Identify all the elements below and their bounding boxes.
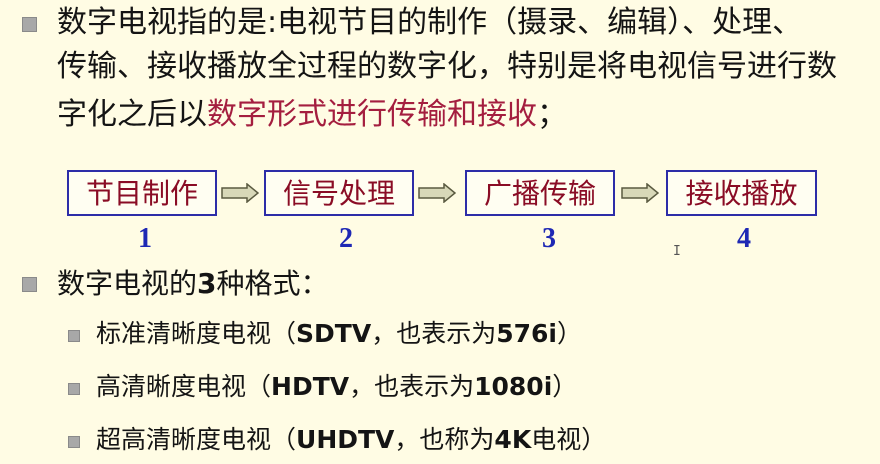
sub-bullet-square-icon <box>68 330 80 342</box>
arrow-right-icon <box>221 183 259 203</box>
para1-line3-suffix: ； <box>537 97 567 132</box>
flow-step-1-number: 1 <box>138 223 152 254</box>
format-item-suffix: 电视） <box>531 425 607 454</box>
bullet-square-icon <box>22 17 37 32</box>
flow-step-4-number: 4 <box>737 223 751 254</box>
para1-line3-prefix: 字化之后以 <box>57 97 207 132</box>
formats-heading-suffix: 种格式： <box>216 267 329 300</box>
format-item-suffix: ） <box>556 319 582 348</box>
flow-step-4-box: 接收播放 <box>666 170 817 216</box>
format-item-code: UHDTV <box>296 425 395 454</box>
sub-bullet-square-icon <box>68 383 80 395</box>
format-item-code: HDTV <box>271 372 350 401</box>
format-item-resolution: 576i <box>496 319 557 348</box>
para1-highlight: 数字形式进行传输和接收 <box>207 97 537 132</box>
para1-line2: 传输、接收播放全过程的数字化，特别是将电视信号进行数 <box>57 49 837 84</box>
format-item-prefix: 标准清晰度电视（ <box>96 319 297 348</box>
formats-heading-count: 3 <box>197 267 217 300</box>
format-item-middle: ，也表示为 <box>349 372 475 401</box>
bullet-square-icon <box>22 277 37 292</box>
arrow-right-icon <box>418 183 456 203</box>
format-item-middle: ，也表示为 <box>371 319 497 348</box>
para1-line1: 数字电视指的是:电视节目的制作（摄录、编辑）、处理、 <box>57 5 803 40</box>
flow-step-3-box: 广播传输 <box>465 170 615 216</box>
format-item-prefix: 超高清晰度电视（ <box>96 425 297 454</box>
flow-step-3-number: 3 <box>542 223 556 254</box>
format-item-resolution: 1080i <box>474 372 553 401</box>
format-item-resolution: 4K <box>494 425 532 454</box>
flow-step-2-box: 信号处理 <box>264 170 414 216</box>
format-item-code: SDTV <box>296 319 372 348</box>
text-cursor-icon: I <box>673 244 681 259</box>
formats-heading-prefix: 数字电视的 <box>57 267 198 300</box>
flow-step-2-number: 2 <box>339 223 353 254</box>
arrow-right-icon <box>621 183 659 203</box>
format-item-prefix: 高清晰度电视（ <box>96 372 272 401</box>
para1-line3: 字化之后以数字形式进行传输和接收； <box>57 96 567 134</box>
format-item-middle: ，也称为 <box>394 425 495 454</box>
format-item-suffix: ） <box>552 372 578 401</box>
format-item-sdtv: 标准清晰度电视（SDTV，也表示为576i） <box>96 318 582 350</box>
format-item-hdtv: 高清晰度电视（HDTV，也表示为1080i） <box>96 371 577 403</box>
flow-step-1-box: 节目制作 <box>67 170 217 216</box>
sub-bullet-square-icon <box>68 436 80 448</box>
format-item-uhdtv: 超高清晰度电视（UHDTV，也称为4K电视） <box>96 424 606 456</box>
formats-heading: 数字电视的3种格式： <box>57 265 329 303</box>
